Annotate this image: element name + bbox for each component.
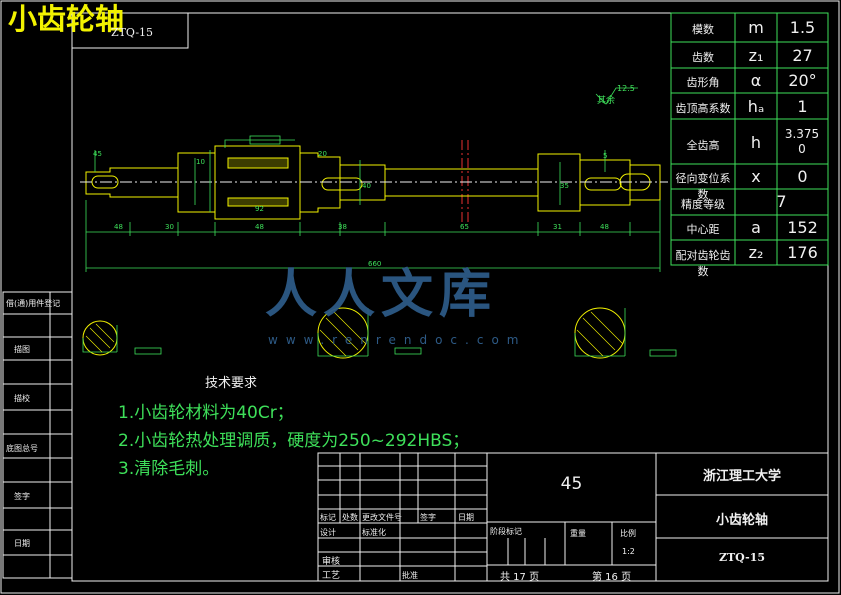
- tb-label-approve: 批准: [402, 571, 418, 580]
- section-hatch: [85, 311, 624, 357]
- param-value: 7: [776, 192, 787, 211]
- dimension-lines: [85, 87, 661, 272]
- dim-label: 38: [338, 223, 347, 231]
- section-dims: [82, 308, 677, 357]
- roughness-note: 其余: [597, 96, 616, 106]
- dim-label: 92: [255, 205, 264, 213]
- tb-label-weight: 重量: [570, 529, 586, 538]
- dim-label: 45: [93, 150, 102, 158]
- dim-label: 35: [560, 182, 569, 190]
- tb-label-scale: 比例: [620, 529, 636, 538]
- param-value: 3.375 0: [784, 127, 820, 156]
- total-sheets: 共 17 页: [500, 572, 540, 583]
- dim-label: 65: [460, 223, 469, 231]
- tb-label-stage: 阶段标记: [490, 527, 522, 536]
- param-value: 27: [792, 46, 813, 65]
- param-name: 径向变位系数: [675, 172, 731, 201]
- tb-label-review: 审核: [322, 557, 341, 567]
- param-table-grid: [670, 12, 829, 266]
- param-symbol: x: [751, 167, 761, 186]
- dim-label: 20: [318, 150, 327, 158]
- param-name: 配对齿轮齿数: [675, 249, 731, 278]
- param-value: 1: [797, 97, 808, 116]
- param-symbol: z₁: [748, 46, 764, 65]
- param-name: 全齿高: [686, 139, 720, 152]
- dim-label: 10: [196, 158, 205, 166]
- dim-label: 5: [603, 152, 608, 160]
- param-name: 齿数: [692, 51, 714, 64]
- param-name: 模数: [692, 23, 714, 36]
- side-label: 描图: [14, 345, 30, 354]
- dim-label: 40: [362, 182, 371, 190]
- tech-req-item: 2.小齿轮热处理调质，硬度为250~292HBS；: [118, 431, 470, 451]
- param-value: 1.5: [789, 18, 816, 37]
- roughness-value: 12.5: [617, 84, 635, 93]
- drawing-number-top: ZTQ-15: [110, 26, 154, 39]
- param-symbol: a: [751, 218, 761, 237]
- side-strip: [2, 291, 73, 579]
- dim-label: 48: [255, 223, 264, 231]
- param-symbol: hₐ: [747, 97, 765, 116]
- param-value: 20°: [788, 71, 817, 90]
- dim-label: 31: [553, 223, 562, 231]
- side-label: 描校: [14, 394, 30, 403]
- param-symbol: m: [748, 18, 764, 37]
- drawing-title: 小齿轮轴: [8, 2, 125, 36]
- drawing-number: ZTQ-15: [718, 551, 766, 564]
- title-block-grid: [317, 452, 829, 582]
- tech-req-heading: 技术要求: [205, 376, 258, 391]
- part-name: 小齿轮轴: [715, 513, 768, 528]
- school-name: 浙江理工大学: [702, 469, 781, 484]
- tb-label-count: 处数: [342, 513, 358, 522]
- param-value: 176: [787, 243, 818, 262]
- param-name: 精度等级: [681, 198, 725, 211]
- tech-req-item: 1.小齿轮材料为40Cr；: [118, 403, 294, 423]
- shaft-outline: [85, 145, 661, 220]
- param-symbol: α: [750, 71, 762, 90]
- sheet-number: 第 16 页: [592, 572, 632, 583]
- param-value: 152: [787, 218, 818, 237]
- tb-label-design: 设计: [320, 528, 336, 537]
- param-symbol: z₂: [748, 243, 764, 262]
- side-label: 日期: [14, 539, 30, 548]
- watermark-url: www.renrendoc.com: [268, 333, 527, 347]
- scale-value: 1:2: [622, 547, 635, 556]
- drawing-no-box: [71, 12, 189, 49]
- param-value: 0: [797, 167, 808, 186]
- side-label: 签字: [14, 492, 30, 501]
- watermark-logo: 人人文库: [265, 265, 498, 325]
- tb-label-process: 工艺: [322, 571, 341, 581]
- tb-label-date: 日期: [458, 513, 474, 522]
- side-label: 底图总号: [6, 444, 38, 453]
- side-label: 借(通)用件登记: [6, 299, 61, 308]
- tb-label-mark: 标记: [320, 513, 336, 522]
- dim-label: 48: [114, 223, 123, 231]
- tb-label-change: 更改文件号: [362, 513, 402, 522]
- dim-label: 30: [165, 223, 174, 231]
- param-name: 齿形角: [686, 76, 720, 89]
- material-label: 45: [560, 474, 583, 494]
- param-name: 齿顶高系数: [675, 102, 731, 115]
- dim-total-label: 660: [368, 260, 382, 268]
- tech-req-item: 3.清除毛刺。: [118, 459, 220, 479]
- param-name: 中心距: [686, 223, 720, 236]
- dim-label: 48: [600, 223, 609, 231]
- tb-label-signature: 签字: [420, 513, 436, 522]
- param-symbol: h: [750, 133, 762, 152]
- tb-label-standardize: 标准化: [362, 528, 386, 537]
